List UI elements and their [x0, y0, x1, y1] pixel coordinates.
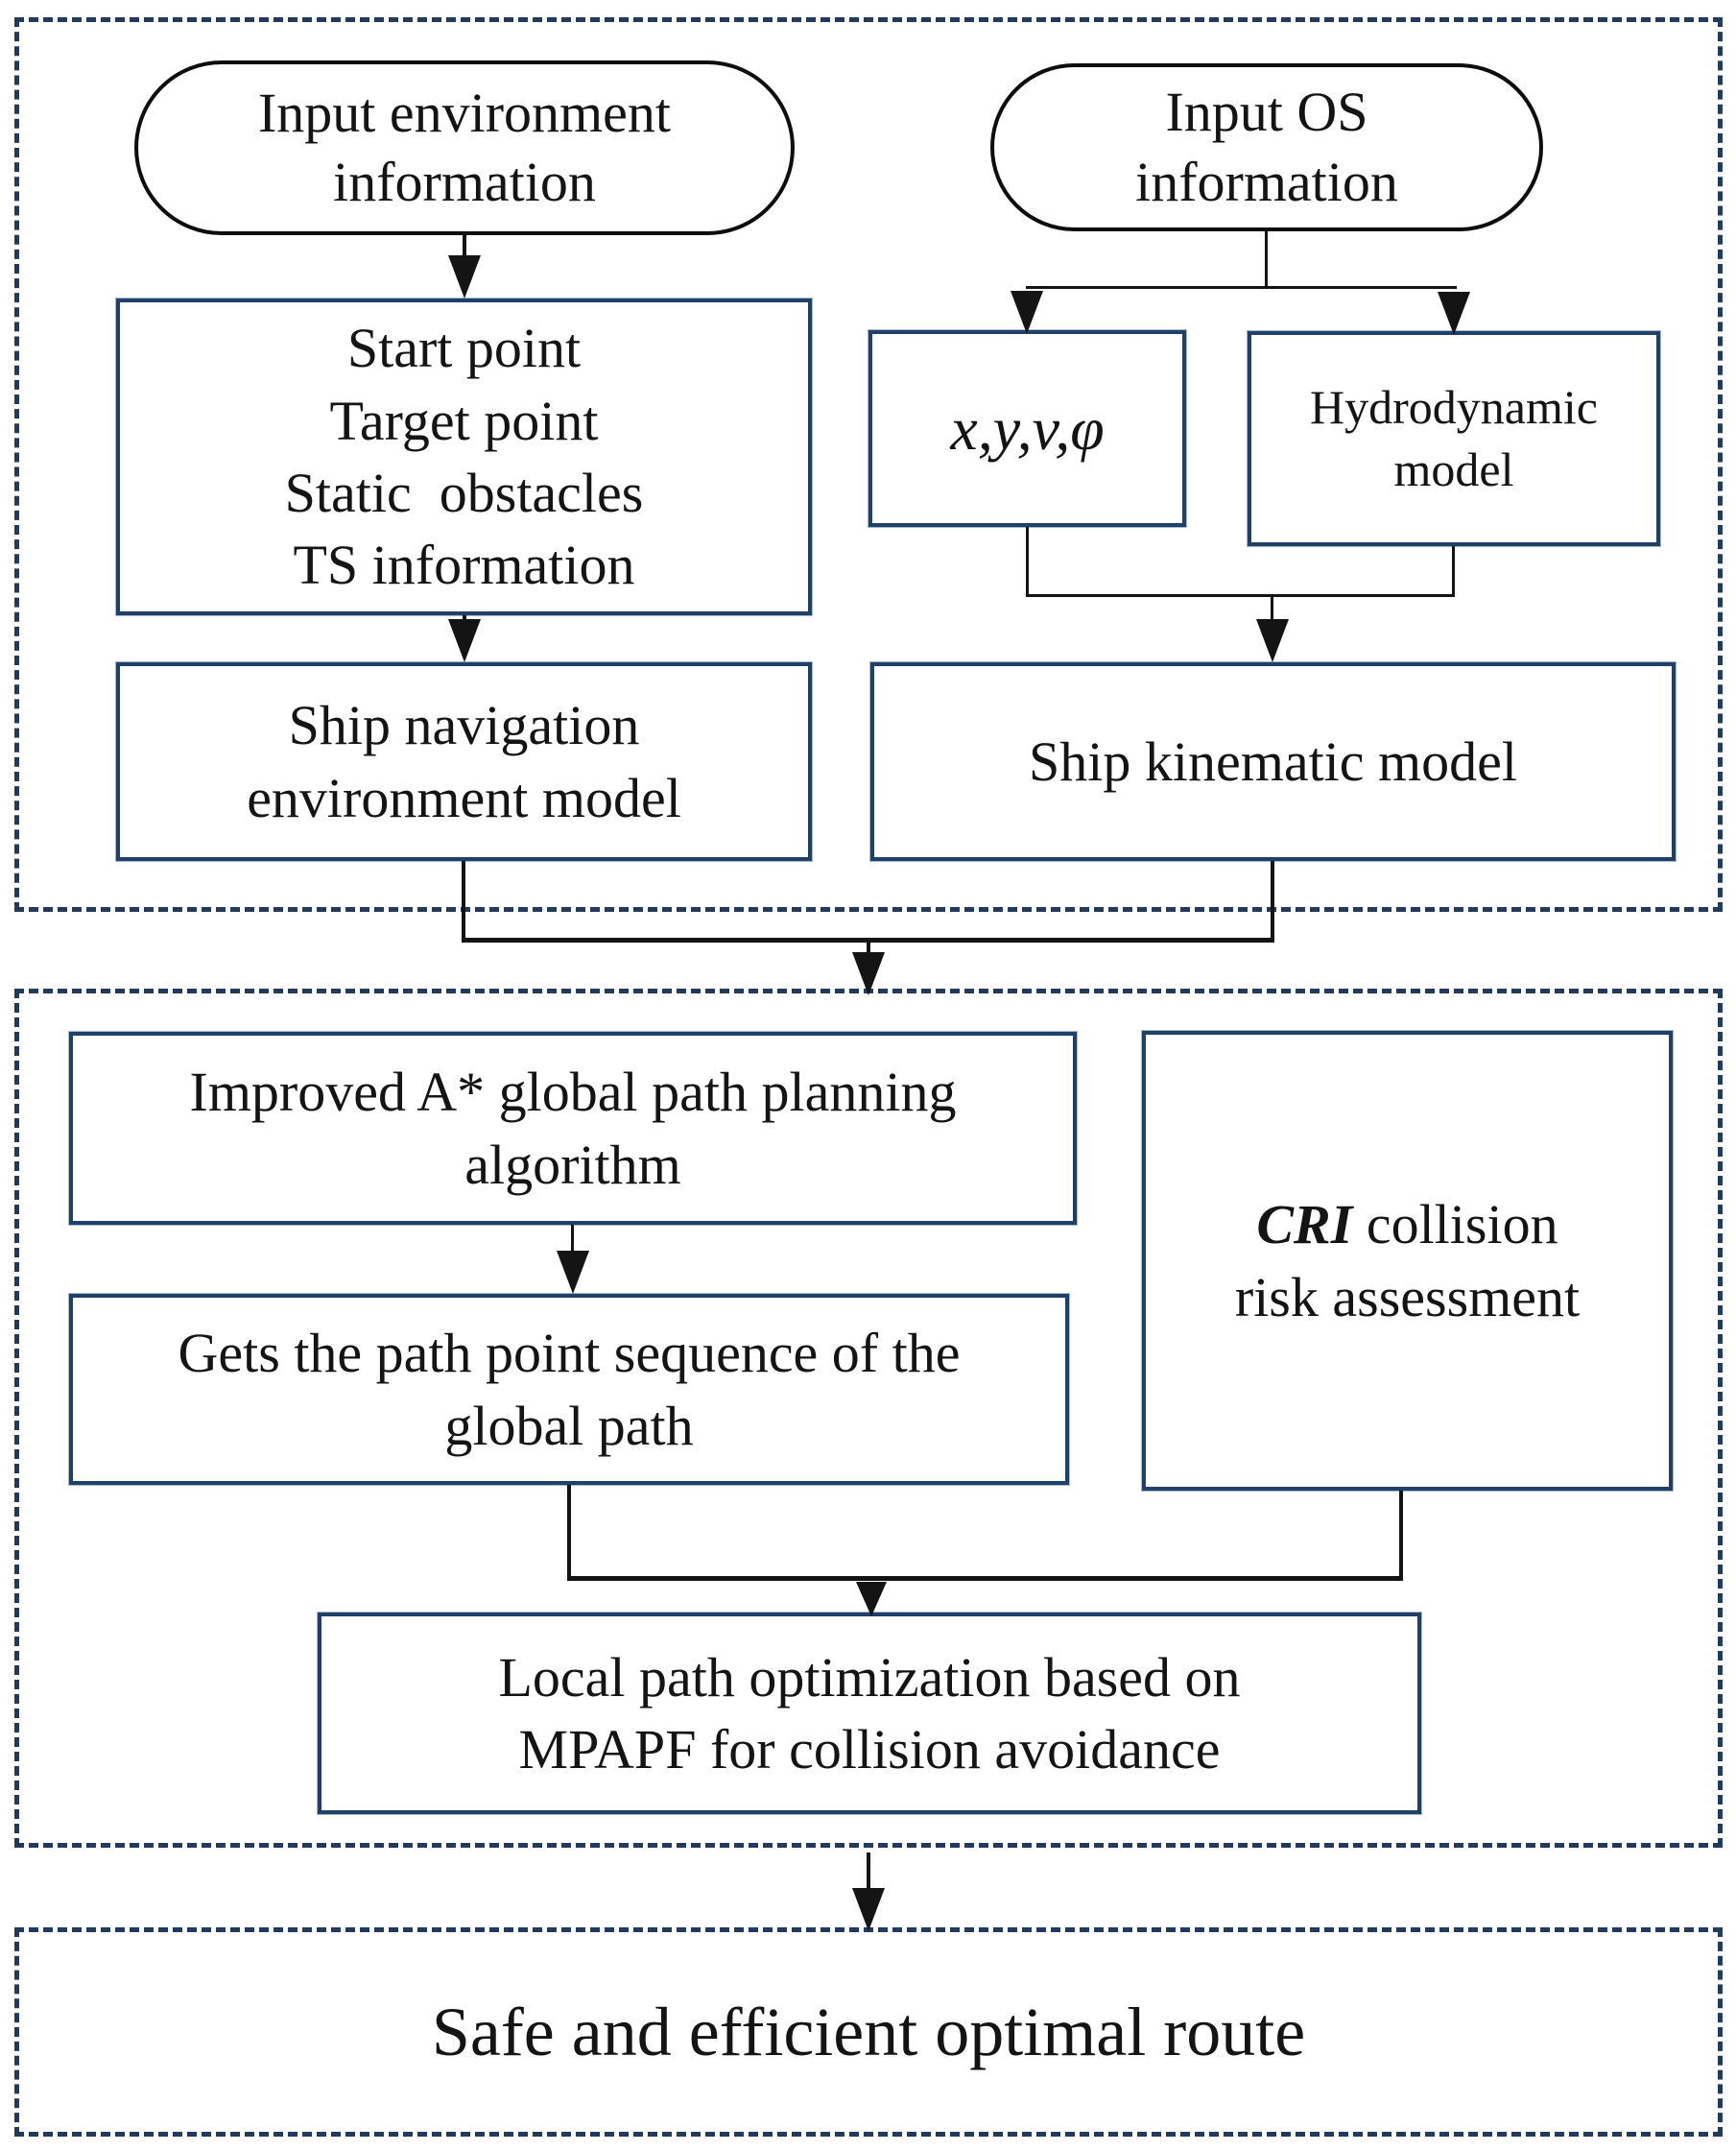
arrowhead-down-icon — [448, 619, 481, 662]
process-improved-astar-algorithm: Improved A* global path planning algorit… — [69, 1032, 1077, 1225]
arrowhead-down-icon — [856, 1582, 887, 1616]
node-text-line: global path — [444, 1394, 694, 1457]
connector-hydro-down — [1452, 546, 1455, 597]
node-text-line: Local path optimization based on — [498, 1645, 1241, 1709]
connector-kinematic-down — [1271, 861, 1274, 943]
node-text-line: Static obstacles — [284, 462, 644, 524]
section-input-modeling — [14, 17, 1723, 912]
connector-pathseq-down — [567, 1485, 571, 1581]
node-text-line: Improved A* global path planning — [189, 1061, 957, 1124]
node-text-line: Ship kinematic model — [1028, 729, 1518, 793]
connector-into-section2 — [867, 941, 870, 954]
connector-astar-to-pathseq — [571, 1225, 574, 1255]
process-environment-inputs: Start point Target point Static obstacle… — [116, 299, 812, 615]
process-global-path-point-sequence: Gets the path point sequence of the glob… — [69, 1294, 1069, 1485]
process-os-state-variables: x,y,v,φ — [868, 330, 1186, 527]
result-label: Safe and efficient optimal route — [431, 1993, 1306, 2070]
arrowhead-down-icon — [1256, 619, 1289, 662]
process-cri-collision-risk-assessment: CRI collision risk assessment — [1142, 1031, 1673, 1491]
arrowhead-down-icon — [852, 1888, 885, 1931]
node-text-line: Input OS — [1165, 81, 1368, 143]
connector-navenvmodel-down — [462, 861, 465, 943]
connector-merge-section2 — [567, 1576, 1403, 1581]
connector-into-kinematic — [1271, 595, 1273, 622]
node-text-line: environment model — [247, 766, 681, 829]
node-text-line: CRI collision — [1256, 1188, 1558, 1260]
node-text-line: risk assessment — [1234, 1265, 1581, 1328]
connector-into-section3 — [867, 1852, 870, 1891]
process-hydrodynamic-model: Hydrodynamic model — [1248, 331, 1660, 546]
node-text-line: TS information — [293, 534, 635, 597]
arrowhead-down-icon — [1011, 291, 1043, 334]
arrowhead-down-icon — [557, 1251, 589, 1294]
node-text-line: Hydrodynamic — [1310, 380, 1598, 434]
connector-inputos-stem — [1265, 231, 1268, 289]
process-ship-kinematic-model: Ship kinematic model — [870, 662, 1676, 861]
connector-cri-down — [1399, 1491, 1403, 1581]
arrowhead-down-icon — [852, 952, 885, 995]
node-text-line: algorithm — [464, 1133, 681, 1196]
node-text-line: Target point — [329, 389, 599, 452]
connector-inputos-split — [1026, 286, 1457, 289]
node-text-line: Gets the path point sequence of the — [178, 1322, 961, 1385]
arrowhead-down-icon — [448, 255, 481, 299]
cri-abbreviation: CRI — [1256, 1193, 1353, 1256]
process-ship-navigation-environment-model: Ship navigation environment model — [116, 662, 812, 861]
node-text-line: Ship navigation — [288, 694, 640, 757]
connector-inputenv-to-envinputs — [463, 235, 466, 260]
connector-merge-to-kinematic — [1026, 594, 1455, 597]
connector-merge-section1 — [462, 938, 1274, 943]
connector-osstate-down — [1026, 527, 1029, 597]
node-text-line: model — [1393, 442, 1514, 496]
node-text-line: MPAPF for collision avoidance — [518, 1718, 1221, 1781]
terminator-input-environment-information: Input environment information — [134, 60, 795, 235]
node-text-fragment: collision — [1352, 1193, 1558, 1256]
section-result: Safe and efficient optimal route — [14, 1927, 1723, 2137]
process-local-path-optimization-mpapf: Local path optimization based on MPAPF f… — [318, 1613, 1421, 1814]
node-text-line: Start point — [346, 317, 582, 380]
node-text-line: x,y,v,φ — [950, 394, 1105, 463]
node-text-line: information — [1135, 150, 1398, 213]
arrowhead-down-icon — [1438, 292, 1470, 335]
node-text-line: information — [333, 151, 596, 213]
node-text-line: Input environment — [257, 81, 672, 144]
terminator-input-os-information: Input OS information — [990, 63, 1543, 231]
